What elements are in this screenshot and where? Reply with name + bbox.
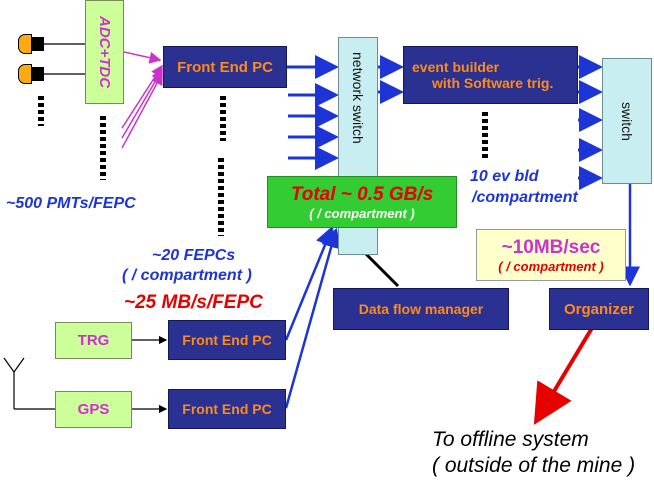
output-rate-label: ~10MB/sec — [501, 236, 601, 258]
adc-fepc-line — [121, 68, 163, 139]
fepc-count-ellipsis — [218, 158, 224, 236]
front-end-pc-gps: Front End PC — [168, 389, 286, 429]
adc-fepc-line — [123, 51, 162, 64]
switch-box: switch — [602, 58, 652, 184]
total-per-compartment-label: ( / compartment ) — [309, 205, 415, 221]
gps-fepc-to-total-arrow — [284, 227, 341, 409]
ev-bld-count-label: 10 ev bld — [470, 168, 539, 185]
front-end-pc-main: Front End PC — [163, 46, 287, 88]
data-flow-manager-box: Data flow manager — [333, 288, 509, 330]
outside-mine-label: ( outside of the mine ) — [432, 454, 636, 477]
organizer-box: Organizer — [549, 288, 649, 330]
pmt-icon — [18, 64, 32, 84]
pmt-icon — [18, 34, 32, 54]
gps-box: GPS — [55, 391, 132, 428]
evb-ellipsis — [482, 112, 488, 158]
switch-to-dfm-line — [364, 252, 400, 288]
to-offline-arrow — [533, 326, 594, 425]
total-rate-box: Total ~ 0.5 GB/s ( / compartment ) — [267, 176, 457, 228]
offline-system-label: To offline system — [432, 428, 589, 451]
front-end-pc-trg: Front End PC — [168, 320, 286, 360]
event-builder-line1: event builder — [412, 59, 500, 75]
antenna-arm — [3, 357, 15, 373]
adc-tdc-box: ADC+TDC — [85, 0, 124, 104]
pmt-base — [32, 37, 44, 51]
fepcs-count-label: ~20 FEPCs — [152, 247, 236, 264]
pmt-base — [32, 67, 44, 81]
total-rate-label: Total ~ 0.5 GB/s — [290, 183, 434, 205]
rate-per-fepc-label: ~25 MB/s/FEPC — [124, 292, 263, 313]
trg-box: TRG — [55, 322, 132, 359]
adc-fepc-line — [121, 72, 163, 149]
event-builder-box: event builder with Software trig. — [403, 46, 578, 104]
pmt-ellipsis — [38, 96, 44, 126]
adc-fepc-line — [121, 64, 163, 129]
event-builder-line2: with Software trig. — [432, 75, 554, 91]
output-rate-box: ~10MB/sec ( / compartment ) — [476, 229, 626, 281]
fepcs-per-compartment-label: ( / compartment ) — [122, 267, 252, 284]
ev-bld-per-compartment-label: /compartment — [472, 189, 578, 206]
fepc-ellipsis — [220, 96, 226, 141]
output-per-compartment-label: ( / compartment ) — [498, 258, 604, 274]
adc-ellipsis — [100, 116, 106, 180]
antenna-arm — [13, 357, 25, 373]
pmts-per-fepc-label: ~500 PMTs/FEPC — [6, 195, 136, 212]
